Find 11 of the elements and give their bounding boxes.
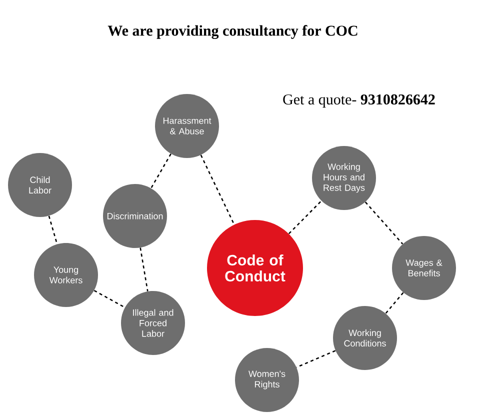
dashed-connector [48,216,58,244]
dashed-connector [296,350,336,368]
quote-text: Get a quote- 9310826642 [283,94,435,108]
dashed-connector [288,200,322,234]
dashed-connector [200,154,235,225]
dashed-connector [94,290,126,308]
dashed-connector [150,154,172,188]
dashed-connector [385,292,404,314]
dashed-connector [364,202,404,244]
dashed-connector [140,248,148,292]
title: We are providing consultancy for COC [108,25,358,39]
